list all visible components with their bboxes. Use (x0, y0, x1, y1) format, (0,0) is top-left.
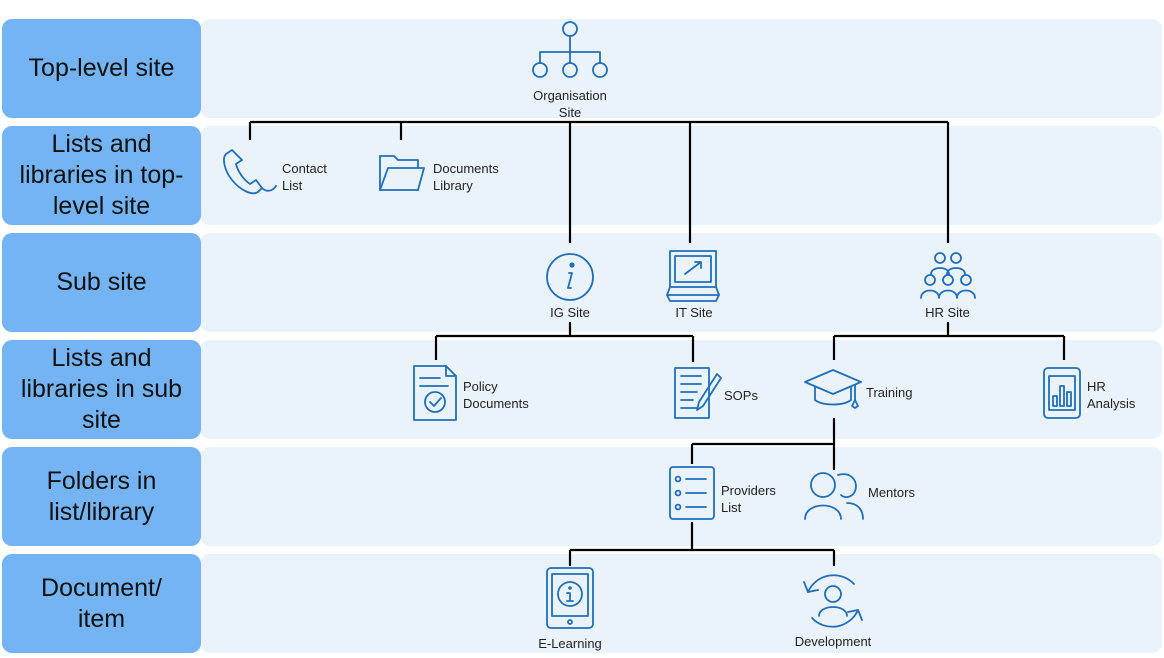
people-group-icon (920, 250, 976, 302)
laptop-icon (665, 249, 721, 303)
e-learning-label: E-Learning (538, 636, 602, 651)
documents-library-label: Documents Library (433, 161, 499, 193)
providers-list-label: Providers List (721, 483, 776, 515)
tablet-info-icon (545, 566, 595, 630)
band-top-level-lists (200, 126, 1162, 225)
mentors-label: Mentors (868, 485, 915, 500)
level-label-top-level-site: Top-level site (2, 19, 201, 118)
folder-icon (378, 150, 426, 192)
checklist-icon (668, 465, 716, 521)
training-label: Training (866, 385, 913, 400)
organisation-site-label: Organisation Site (533, 88, 607, 120)
hierarchy-icon (530, 20, 610, 82)
band-top-level-site (200, 19, 1162, 118)
document-check-icon (412, 364, 460, 422)
level-label-top-level-lists: Lists and libraries in top-level site (2, 126, 201, 225)
band-sub-site-lists (200, 340, 1162, 439)
band-folders (200, 447, 1162, 546)
two-people-icon (803, 469, 865, 521)
phone-icon (222, 146, 280, 196)
ig-site-label: IG Site (550, 305, 590, 320)
level-label-folders: Folders in list/library (2, 447, 201, 546)
sops-label: SOPs (724, 388, 758, 403)
level-label-documents: Document/ item (2, 554, 201, 653)
policy-documents-label: Policy Documents (463, 379, 529, 411)
person-cycle-icon (800, 570, 866, 632)
level-label-sub-site-lists: Lists and libraries in sub site (2, 340, 201, 439)
band-documents (200, 554, 1162, 653)
bar-chart-icon (1042, 366, 1082, 420)
document-pen-icon (673, 366, 723, 422)
contact-list-label: Contact List (282, 161, 327, 193)
graduation-cap-icon (803, 368, 863, 410)
hr-analysis-label: HR Analysis (1087, 379, 1136, 411)
info-icon (545, 252, 595, 302)
level-label-sub-site: Sub site (2, 233, 201, 332)
hr-site-label: HR Site (925, 305, 970, 320)
development-label: Development (794, 634, 872, 649)
it-site-label: IT Site (675, 305, 713, 320)
